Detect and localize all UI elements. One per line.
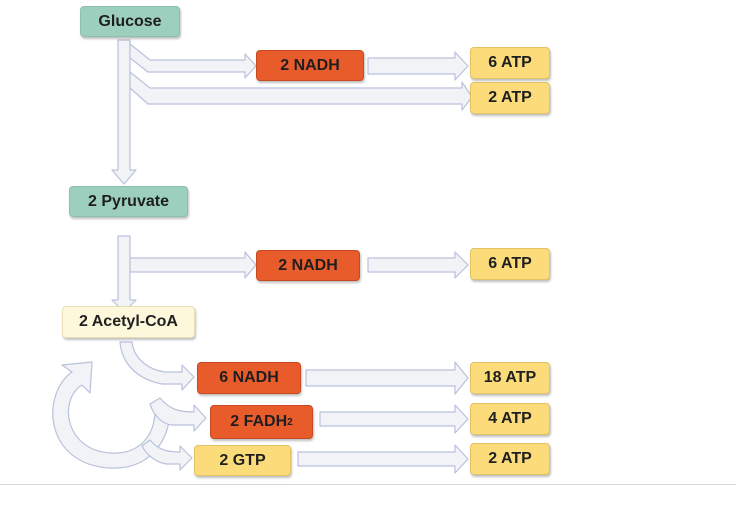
node-glucose: Glucose — [80, 6, 180, 37]
arrow-pyruvate-to-acetyl — [111, 235, 137, 313]
bottom-divider — [0, 484, 736, 485]
node-pyruvate-nadh-atp: 6 ATP — [470, 248, 550, 280]
node-glycolysis-nadh-atp: 6 ATP — [470, 47, 550, 79]
arrow-cycle-to-fadh2 — [149, 397, 207, 432]
arrow-glucose-to-pyruvate — [111, 39, 137, 185]
fadh2-subscript: 2 — [287, 416, 293, 428]
node-acetyl-coa: 2 Acetyl-CoA — [62, 306, 195, 338]
fadh2-label: 2 FADH — [230, 413, 288, 430]
arrow-fadh2-to-atp — [319, 404, 469, 434]
node-glycolysis-nadh: 2 NADH — [256, 50, 364, 81]
arrow-pyruvate-to-nadh — [129, 251, 257, 279]
node-glycolysis-atp: 2 ATP — [470, 82, 550, 114]
arrow-nadh-to-atp-1 — [367, 51, 469, 81]
arrow-glucose-to-atp — [129, 71, 473, 111]
node-krebs-nadh-atp: 18 ATP — [470, 362, 550, 394]
arrow-glucose-to-nadh — [129, 43, 257, 79]
node-pyruvate-nadh: 2 NADH — [256, 250, 360, 281]
arrow-krebs-nadh-to-atp — [305, 361, 469, 395]
arrow-nadh-to-atp-2 — [367, 251, 469, 279]
arrow-acetyl-into-cycle — [119, 341, 195, 391]
node-krebs-gtp: 2 GTP — [194, 445, 291, 476]
arrow-cycle-to-gtp — [141, 439, 193, 471]
node-krebs-fadh2-atp: 4 ATP — [470, 403, 550, 435]
node-krebs-gtp-atp: 2 ATP — [470, 443, 550, 475]
node-krebs-nadh: 6 NADH — [197, 362, 301, 394]
arrow-gtp-to-atp — [297, 444, 469, 474]
node-pyruvate: 2 Pyruvate — [69, 186, 188, 217]
